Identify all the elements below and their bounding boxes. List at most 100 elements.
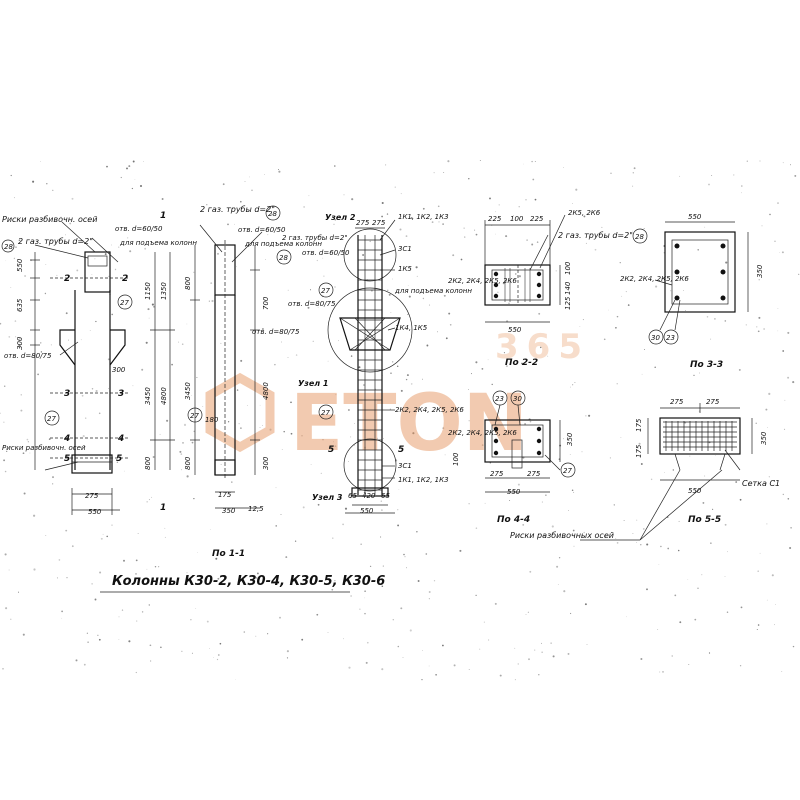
noise-speck: [48, 438, 51, 440]
watermark: ETON 365: [205, 327, 582, 469]
noise-speck: [104, 253, 107, 256]
noise-speck: [65, 312, 68, 315]
noise-speck: [463, 227, 465, 229]
noise-speck: [586, 644, 588, 645]
note-risk-axes-bottom: Риски разбивочн. осей: [2, 444, 86, 452]
noise-speck: [217, 577, 220, 580]
noise-speck: [118, 616, 120, 618]
noise-speck: [402, 657, 404, 659]
scan-noise: [0, 160, 800, 681]
noise-speck: [517, 663, 519, 665]
noise-speck: [657, 629, 659, 630]
note-3c1-b: 3С1: [398, 462, 412, 470]
noise-speck: [392, 361, 394, 363]
noise-speck: [505, 235, 508, 238]
noise-speck: [151, 496, 153, 498]
noise-speck: [22, 633, 25, 636]
noise-speck: [640, 658, 643, 660]
noise-speck: [517, 483, 520, 486]
noise-speck: [362, 384, 365, 386]
dim-550-c: 550: [360, 507, 374, 515]
noise-speck: [82, 435, 85, 438]
noise-speck: [672, 469, 674, 471]
noise-speck: [442, 427, 445, 430]
noise-speck: [768, 476, 770, 478]
noise-speck: [542, 534, 545, 537]
noise-speck: [646, 588, 648, 591]
noise-speck: [178, 341, 180, 343]
noise-speck: [674, 594, 677, 597]
noise-speck: [416, 275, 418, 277]
noise-speck: [0, 322, 2, 325]
noise-speck: [301, 638, 304, 641]
noise-speck: [756, 326, 758, 328]
noise-speck: [616, 315, 619, 318]
mark-28-d: 28: [635, 233, 644, 241]
cut-5-cage-right: 5: [398, 445, 404, 455]
section-4-4-drawing: [484, 404, 561, 493]
noise-speck: [146, 568, 148, 570]
section-3-3-bars: [674, 243, 726, 301]
noise-speck: [619, 262, 621, 264]
section-3-3-labels: 550 2К2, 2К4, 2К5, 2К6 350 30 23 По 3-3: [620, 213, 764, 370]
noise-speck: [437, 205, 440, 208]
noise-speck: [317, 300, 320, 302]
noise-speck: [347, 409, 350, 411]
noise-speck: [487, 359, 489, 361]
noise-speck: [428, 665, 430, 667]
note-k-s22-top: 2К5, 2К6: [568, 209, 601, 217]
mark-27-circle-d: [318, 282, 334, 298]
noise-speck: [571, 489, 574, 491]
note-p-group: 1К1, 1К2, 1К3: [398, 213, 449, 221]
noise-speck: [2, 668, 4, 670]
noise-speck: [621, 295, 623, 297]
noise-speck: [385, 164, 387, 166]
mark-30-circle-b: [510, 390, 526, 406]
dim-300-mid: 300: [112, 366, 126, 374]
mark-28-c: 28: [279, 254, 288, 262]
noise-speck: [334, 165, 336, 167]
dim-225-a: 225: [488, 215, 502, 223]
noise-speck: [102, 533, 104, 535]
noise-speck: [181, 343, 184, 346]
noise-speck: [531, 243, 534, 246]
note-hole-60-50-a: отв. d=60/50: [115, 225, 163, 233]
noise-speck: [556, 565, 559, 568]
watermark-brand: ETON: [290, 379, 528, 469]
noise-speck: [190, 619, 192, 621]
noise-speck: [636, 542, 638, 543]
noise-speck: [65, 529, 68, 532]
dim-225-b: 225: [530, 215, 544, 223]
noise-speck: [3, 385, 6, 388]
noise-speck: [397, 645, 400, 648]
noise-speck: [312, 340, 314, 342]
noise-speck: [158, 566, 160, 568]
noise-speck: [615, 326, 617, 329]
noise-speck: [504, 280, 507, 282]
noise-speck: [761, 225, 763, 227]
noise-speck: [360, 543, 362, 545]
noise-speck: [186, 572, 188, 574]
noise-speck: [364, 590, 366, 593]
noise-speck: [186, 475, 189, 478]
noise-speck: [10, 174, 12, 177]
noise-speck: [33, 568, 36, 571]
noise-speck: [100, 537, 103, 540]
noise-speck: [58, 559, 61, 561]
mark-27-f: 27: [563, 467, 572, 475]
noise-speck: [683, 289, 684, 291]
note-for-lift-a: для подъема колонн: [119, 239, 197, 247]
noise-speck: [733, 174, 735, 176]
noise-speck: [277, 168, 280, 171]
noise-speck: [428, 304, 431, 306]
noise-speck: [536, 241, 539, 243]
mark-27-circle-c: [187, 407, 203, 423]
noise-speck: [502, 282, 505, 285]
cut-4-right: 4: [117, 434, 124, 444]
noise-speck: [505, 365, 508, 368]
noise-speck: [798, 273, 800, 276]
noise-speck: [498, 204, 500, 206]
noise-speck: [404, 556, 406, 558]
dim-550-left: 550: [16, 258, 24, 272]
noise-speck: [220, 342, 222, 344]
